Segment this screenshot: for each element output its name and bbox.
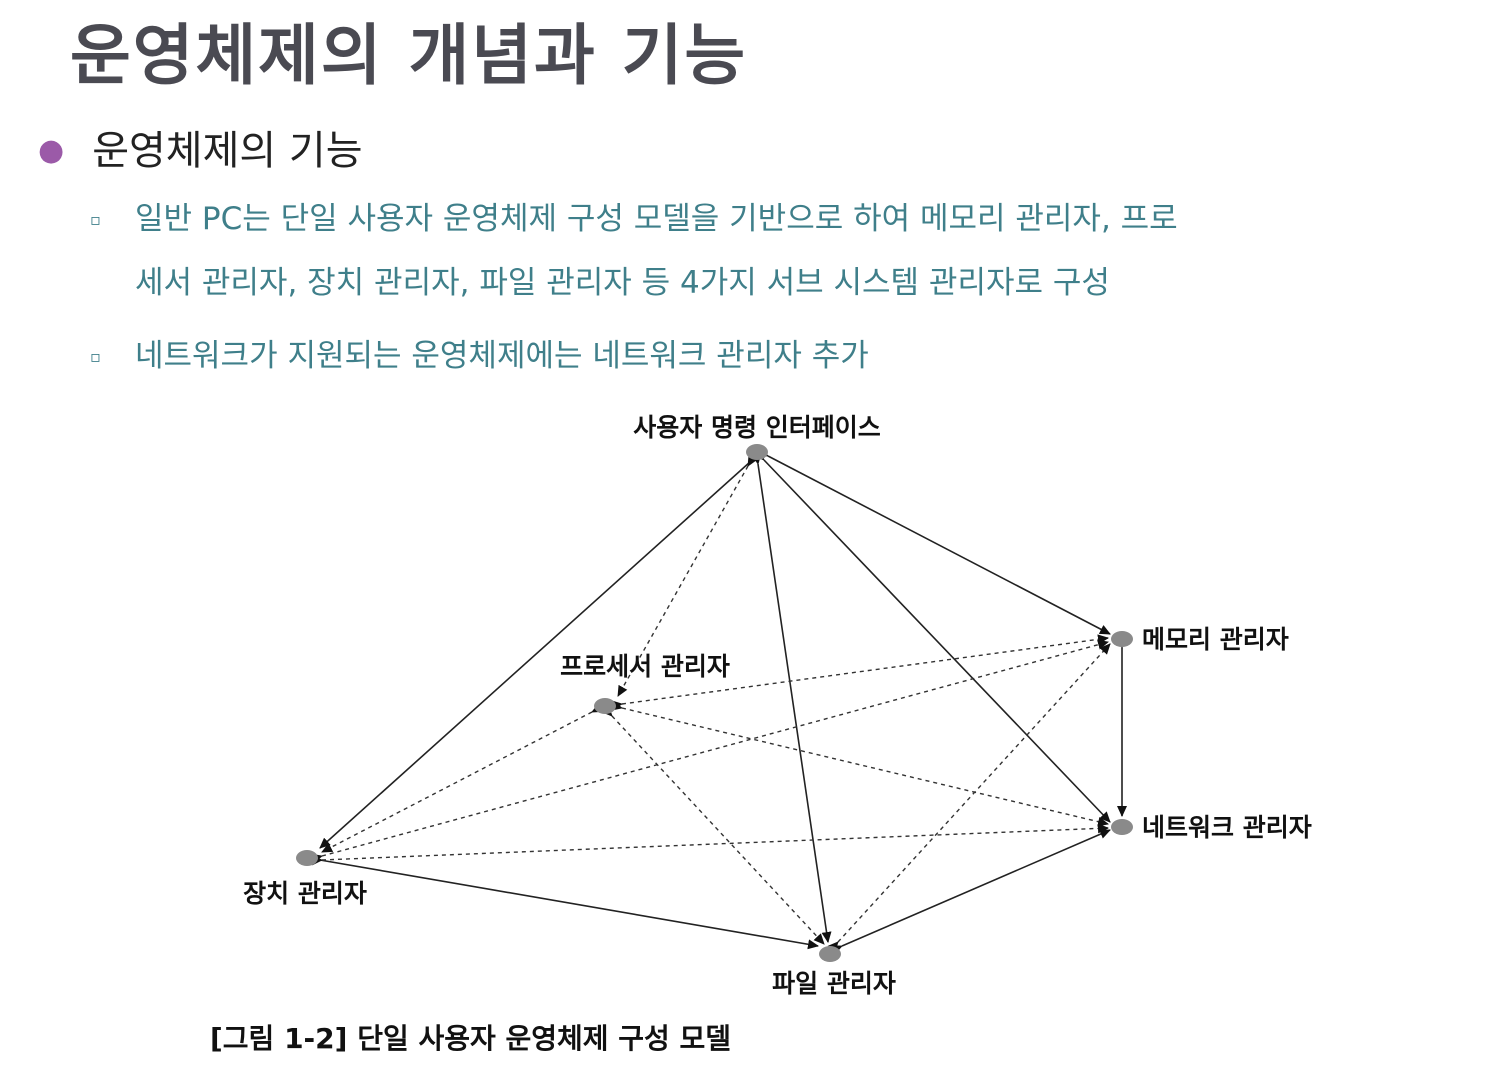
sub-bullet-2: ▫ 네트워크가 지원되는 운영체제에는 네트워크 관리자 추가 [90,330,869,375]
edge-device-file [309,853,819,950]
figure-caption: [그림 1-2] 단일 사용자 운영체제 구성 모델 [210,1022,731,1055]
edge-process-file [601,705,825,945]
bullet-text: 운영체제의 기능 [92,128,363,174]
label-network: 네트워크 관리자 [1142,813,1312,842]
bullet-item: ● 운영체제의 기능 [38,118,363,176]
node-file [819,946,841,962]
slide-title: 운영체제의 개념과 기능 [70,17,748,94]
node-device [296,850,318,866]
node-memory [1111,631,1133,647]
sub-bullet-1-line-1: 일반 PC는 단일 사용자 운영체제 구성 모델을 기반으로 하여 메모리 관리… [135,201,1178,237]
edge-device-network [311,823,1109,866]
sub-bullet-1-line-2: 세서 관리자, 장치 관리자, 파일 관리자 등 4가지 서브 시스템 관리자로… [135,265,1110,301]
label-device: 장치 관리자 [243,879,367,908]
label-process: 프로세서 관리자 [560,652,730,681]
node-process [594,698,616,714]
bullet-dot-icon: ● [38,133,65,168]
edge-file-memory [827,643,1111,953]
sub-bullet-1: ▫ 일반 PC는 단일 사용자 운영체제 구성 모델을 기반으로 하여 메모리 관… [90,193,1178,238]
edge-file-network [830,829,1111,955]
label-ui: 사용자 명령 인터페이스 [633,413,880,442]
square-bullet-icon: ▫ [90,347,101,366]
label-memory: 메모리 관리자 [1142,625,1289,654]
node-network [1111,819,1133,835]
edge-ui-memory [756,446,1111,635]
label-file: 파일 관리자 [772,969,896,998]
edge-process-device [321,702,604,853]
square-bullet-icon: ▫ [90,210,101,229]
edge-process-network [611,700,1109,827]
edge-ui-file [751,453,832,943]
sub-bullet-2-text: 네트워크가 지원되는 운영체제에는 네트워크 관리자 추가 [135,338,869,374]
node-ui [746,444,768,460]
edge-ui-network [753,449,1111,823]
